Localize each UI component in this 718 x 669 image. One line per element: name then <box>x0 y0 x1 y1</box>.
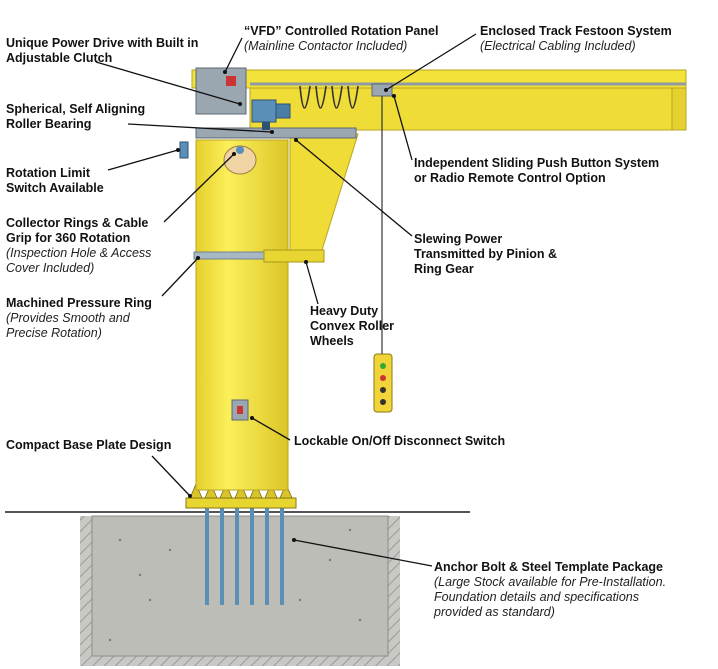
crane-column <box>195 139 289 491</box>
boom-end-stop <box>671 87 687 131</box>
label-festoon-title: Enclosed Track Festoon System <box>480 24 672 38</box>
leader-disconnect <box>251 417 291 441</box>
label-collector-rings-sub-2: Cover Included) <box>6 261 95 275</box>
pendant-control <box>373 353 393 413</box>
label-vfd-panel-title: “VFD” Controlled Rotation Panel <box>244 24 439 38</box>
label-roller-bearing-line-1: Spherical, Self Aligning <box>6 102 146 116</box>
foundation <box>5 511 470 666</box>
leader-vfd-panel <box>224 37 243 73</box>
label-power-drive: Unique Power Drive with Built in Adjusta… <box>6 36 198 66</box>
leader-base-plate <box>151 455 191 497</box>
label-anchor-bolt-sub-1: (Large Stock available for Pre-Installat… <box>434 575 667 589</box>
label-power-drive-line-1: Unique Power Drive with Built in <box>6 36 199 50</box>
label-push-button-line-2: or Radio Remote Control Option <box>414 171 606 185</box>
label-roller-bearing-line-2: Roller Bearing <box>6 117 92 131</box>
label-collector-rings-sub-1: (Inspection Hole & Access <box>6 246 152 260</box>
vfd-indicator <box>226 76 236 86</box>
collector-ring <box>236 146 244 154</box>
label-collector-rings-line-1: Collector Rings & Cable <box>6 216 149 230</box>
leader-festoon <box>385 33 477 91</box>
pendant-button-stop <box>380 375 386 381</box>
label-disconnect: Lockable On/Off Disconnect Switch <box>294 434 505 449</box>
boom-web <box>249 87 687 131</box>
concrete-specks <box>108 528 362 642</box>
label-push-button: Independent Sliding Push Button System o… <box>414 156 659 186</box>
leader-push-button <box>393 95 413 161</box>
label-roller-bearing: Spherical, Self Aligning Roller Bearing <box>6 102 145 132</box>
anchor-bolts <box>205 505 284 605</box>
label-limit-switch: Rotation Limit Switch Available <box>6 166 104 196</box>
vfd-panel <box>195 67 247 115</box>
label-vfd-panel: “VFD” Controlled Rotation Panel (Mainlin… <box>244 24 438 54</box>
label-base-plate-title: Compact Base Plate Design <box>6 438 172 452</box>
label-slewing-power: Slewing Power Transmitted by Pinion & Ri… <box>414 232 557 277</box>
push-button-trolley <box>371 83 393 413</box>
leader-power-drive <box>95 61 241 105</box>
rotation-limit-switch <box>179 141 189 159</box>
leader-limit-switch <box>107 149 179 171</box>
leader-arrowheads <box>176 70 396 542</box>
label-power-drive-line-2: Adjustable Clutch <box>6 51 113 65</box>
leader-lines <box>95 33 477 567</box>
label-pressure-ring-title: Machined Pressure Ring <box>6 296 152 310</box>
label-slewing-power-line-2: Transmitted by Pinion & <box>414 247 558 261</box>
label-roller-wheels: Heavy Duty Convex Roller Wheels <box>310 304 394 349</box>
leader-pressure-ring <box>161 257 199 297</box>
label-anchor-bolt-sub-3: provided as standard) <box>434 605 555 619</box>
label-roller-wheels-line-3: Wheels <box>310 334 354 348</box>
pendant-button-2 <box>380 399 386 405</box>
label-pressure-ring-sub-2: Precise Rotation) <box>6 326 102 340</box>
label-limit-switch-line-2: Switch Available <box>6 181 104 195</box>
label-festoon: Enclosed Track Festoon System (Electrica… <box>480 24 672 54</box>
label-vfd-panel-sub: (Mainline Contactor Included) <box>244 39 408 53</box>
label-festoon-sub: (Electrical Cabling Included) <box>480 39 636 53</box>
label-pressure-ring: Machined Pressure Ring (Provides Smooth … <box>6 296 152 341</box>
base-plate <box>185 482 297 509</box>
label-pressure-ring-sub-1: (Provides Smooth and <box>6 311 130 325</box>
leader-roller-bearing <box>127 123 273 133</box>
ring-gear <box>195 127 357 139</box>
knee-brace <box>289 133 359 251</box>
label-anchor-bolt-title: Anchor Bolt & Steel Template Package <box>434 560 663 574</box>
label-base-plate: Compact Base Plate Design <box>6 438 171 453</box>
label-push-button-line-1: Independent Sliding Push Button System <box>414 156 660 170</box>
label-slewing-power-line-3: Ring Gear <box>414 262 474 276</box>
label-roller-wheels-line-1: Heavy Duty <box>310 304 379 318</box>
label-collector-rings-line-2: Grip for 360 Rotation <box>6 231 131 245</box>
pendant-button-start <box>380 363 386 369</box>
concrete-block <box>91 515 389 657</box>
label-disconnect-title: Lockable On/Off Disconnect Switch <box>294 434 506 448</box>
leader-anchor-bolt <box>293 539 433 567</box>
pendant-button-1 <box>380 387 386 393</box>
disconnect-handle <box>237 406 243 414</box>
label-collector-rings: Collector Rings & Cable Grip for 360 Rot… <box>6 216 151 276</box>
label-limit-switch-line-1: Rotation Limit <box>6 166 91 180</box>
leader-roller-wheels <box>305 261 319 305</box>
roller-wheel-housing <box>263 249 325 263</box>
label-anchor-bolt: Anchor Bolt & Steel Template Package (La… <box>434 560 666 620</box>
leader-slewing-power <box>295 139 413 237</box>
power-drive <box>251 99 291 130</box>
festoon-cables <box>299 85 359 109</box>
label-anchor-bolt-sub-2: Foundation details and specifications <box>434 590 639 604</box>
label-roller-wheels-line-2: Convex Roller <box>310 319 395 333</box>
label-slewing-power-line-1: Slewing Power <box>414 232 503 246</box>
leader-collector-rings <box>163 153 235 223</box>
